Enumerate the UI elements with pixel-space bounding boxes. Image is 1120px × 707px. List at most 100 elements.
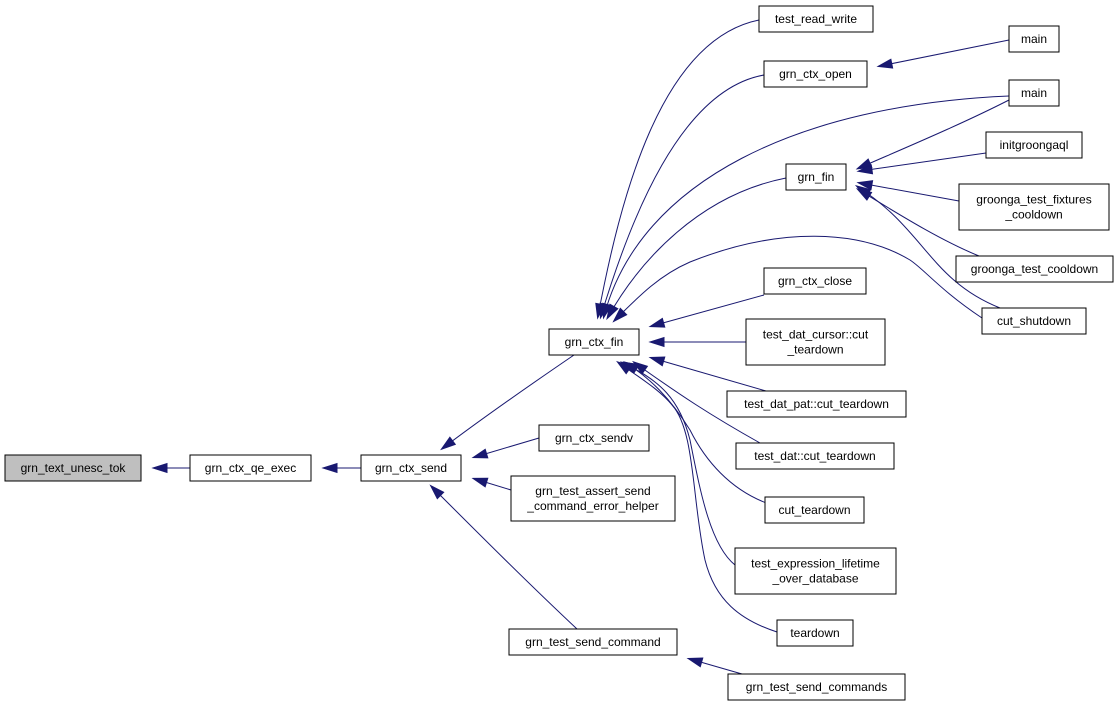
node-label: cut_shutdown — [997, 314, 1071, 328]
node-groonga-test-cooldown[interactable]: groonga_test_cooldown — [955, 255, 1114, 283]
edge-line — [600, 74, 765, 317]
edge-line — [622, 362, 736, 566]
call-edges — [151, 19, 1010, 675]
arrowhead-icon — [648, 356, 666, 367]
node-grn-test-send-commands[interactable]: grn_test_send_commands — [727, 673, 906, 701]
node-label: test_expression_lifetime — [751, 557, 880, 571]
node-test-read-write[interactable]: test_read_write — [758, 5, 874, 33]
edge-line — [651, 294, 765, 327]
node-label: grn_ctx_open — [779, 67, 852, 81]
node-teardown[interactable]: teardown — [776, 619, 854, 647]
edge-line — [858, 99, 1010, 169]
node-box — [958, 183, 1110, 231]
arrowhead-icon — [321, 462, 338, 474]
node-label: main — [1021, 86, 1047, 100]
node-test-dat-pat-cut-teardown[interactable]: test_dat_pat::cut_teardown — [726, 390, 907, 418]
arrowhead-icon — [648, 336, 665, 348]
edge-line — [614, 235, 983, 321]
arrowhead-icon — [440, 436, 457, 451]
node-label: grn_ctx_send — [375, 461, 447, 475]
node-box — [726, 390, 907, 418]
node-label: grn_ctx_fin — [565, 335, 624, 349]
node-groonga-test-fixtures-cooldown[interactable]: groonga_test_fixtures_cooldown — [958, 183, 1110, 231]
node-cut-shutdown[interactable]: cut_shutdown — [981, 307, 1087, 335]
node-test-expression-lifetime-over-database[interactable]: test_expression_lifetime_over_database — [734, 547, 897, 595]
node-box — [745, 318, 886, 366]
node-grn-text-unesc-tok[interactable]: grn_text_unesc_tok — [4, 454, 142, 482]
node-box — [955, 255, 1114, 283]
edge-line — [879, 39, 1010, 67]
node-box — [981, 307, 1087, 335]
edge-line — [859, 182, 960, 202]
node-label: grn_test_send_commands — [746, 680, 887, 694]
node-grn-ctx-send[interactable]: grn_ctx_send — [360, 454, 462, 482]
node-label: grn_ctx_close — [778, 274, 852, 288]
node-grn-ctx-qe-exec[interactable]: grn_ctx_qe_exec — [189, 454, 312, 482]
node-label: test_dat::cut_teardown — [754, 449, 875, 463]
edge-grn_ctx_close-to-grn_ctx_fin — [648, 294, 765, 328]
edge-line — [625, 362, 770, 505]
node-box — [4, 454, 142, 482]
node-box — [510, 475, 676, 522]
node-label: grn_test_assert_send — [535, 484, 650, 498]
edge-grn_ctx_send-to-grn_ctx_qe_exec — [321, 462, 361, 474]
node-label: _over_database — [771, 572, 858, 586]
node-box — [727, 673, 906, 701]
node-grn-ctx-fin[interactable]: grn_ctx_fin — [548, 328, 640, 356]
edge-grn_fin-to-grn_ctx_fin — [606, 177, 787, 321]
node-label: grn_fin — [798, 170, 835, 184]
edge-line — [858, 189, 980, 257]
node-cut-teardown[interactable]: cut_teardown — [764, 496, 865, 524]
node-box — [1008, 25, 1060, 53]
node-box — [735, 442, 895, 470]
arrowhead-icon — [606, 303, 619, 321]
edge-line — [607, 177, 787, 318]
node-box — [758, 5, 874, 33]
node-grn-ctx-sendv[interactable]: grn_ctx_sendv — [538, 424, 650, 452]
edge-line — [634, 362, 761, 444]
node-box — [763, 60, 868, 88]
arrowhead-icon — [854, 185, 872, 199]
arrowhead-icon — [471, 477, 489, 488]
edge-grn_ctx_qe_exec-to-grn_text_unesc_tok — [151, 462, 190, 474]
edge-grn_test_send_command-to-grn_ctx_send — [429, 484, 578, 630]
node-test-dat-cursor-cut-teardown[interactable]: test_dat_cursor::cut_teardown — [745, 318, 886, 366]
node-grn-fin[interactable]: grn_fin — [785, 163, 847, 191]
node-label: groonga_test_cooldown — [971, 262, 1098, 276]
edge-grn_ctx_sendv-to-grn_ctx_send — [471, 437, 540, 459]
node-label: grn_ctx_qe_exec — [205, 461, 296, 475]
node-box — [548, 328, 640, 356]
edge-initgroongaql-to-grn_fin — [856, 152, 987, 175]
node-box — [764, 496, 865, 524]
node-grn-test-assert-send-command-error-helper[interactable]: grn_test_assert_send_command_error_helpe… — [510, 475, 676, 522]
edge-line — [651, 357, 767, 392]
edge-line — [431, 486, 578, 630]
node-label: test_dat_pat::cut_teardown — [744, 397, 889, 411]
node-box — [985, 131, 1083, 159]
edge-line — [597, 19, 760, 317]
node-label: grn_test_send_command — [525, 635, 660, 649]
node-label: teardown — [790, 626, 839, 640]
edge-grn_test_send_commands-to-grn_test_send_command — [686, 657, 743, 675]
node-grn-ctx-close[interactable]: grn_ctx_close — [763, 267, 867, 295]
node-label: grn_ctx_sendv — [555, 431, 633, 445]
edge-grn_test_assert_send_command_error_helper-to-grn_ctx_send — [471, 477, 512, 491]
node-label: _cooldown — [1004, 208, 1062, 222]
arrowhead-icon — [429, 484, 445, 500]
edge-main_1-to-grn_ctx_open — [876, 39, 1010, 69]
node-initgroongaql[interactable]: initgroongaql — [985, 131, 1083, 159]
edge-cut_shutdown-to-grn_ctx_fin — [612, 235, 983, 323]
node-main-2[interactable]: main — [1008, 79, 1060, 107]
node-label: _command_error_helper — [526, 499, 658, 513]
node-label: test_dat_cursor::cut — [763, 328, 869, 342]
node-label: cut_teardown — [778, 503, 850, 517]
node-grn-ctx-open[interactable]: grn_ctx_open — [763, 60, 868, 88]
node-grn-test-send-command[interactable]: grn_test_send_command — [508, 628, 678, 656]
node-main-1[interactable]: main — [1008, 25, 1060, 53]
edge-grn_ctx_fin-to-grn_ctx_send — [440, 354, 575, 451]
node-test-dat-cut-teardown[interactable]: test_dat::cut_teardown — [735, 442, 895, 470]
node-label: initgroongaql — [1000, 138, 1069, 152]
edge-teardown-to-grn_ctx_fin — [616, 360, 778, 633]
arrowhead-icon — [856, 164, 874, 175]
node-box — [189, 454, 312, 482]
